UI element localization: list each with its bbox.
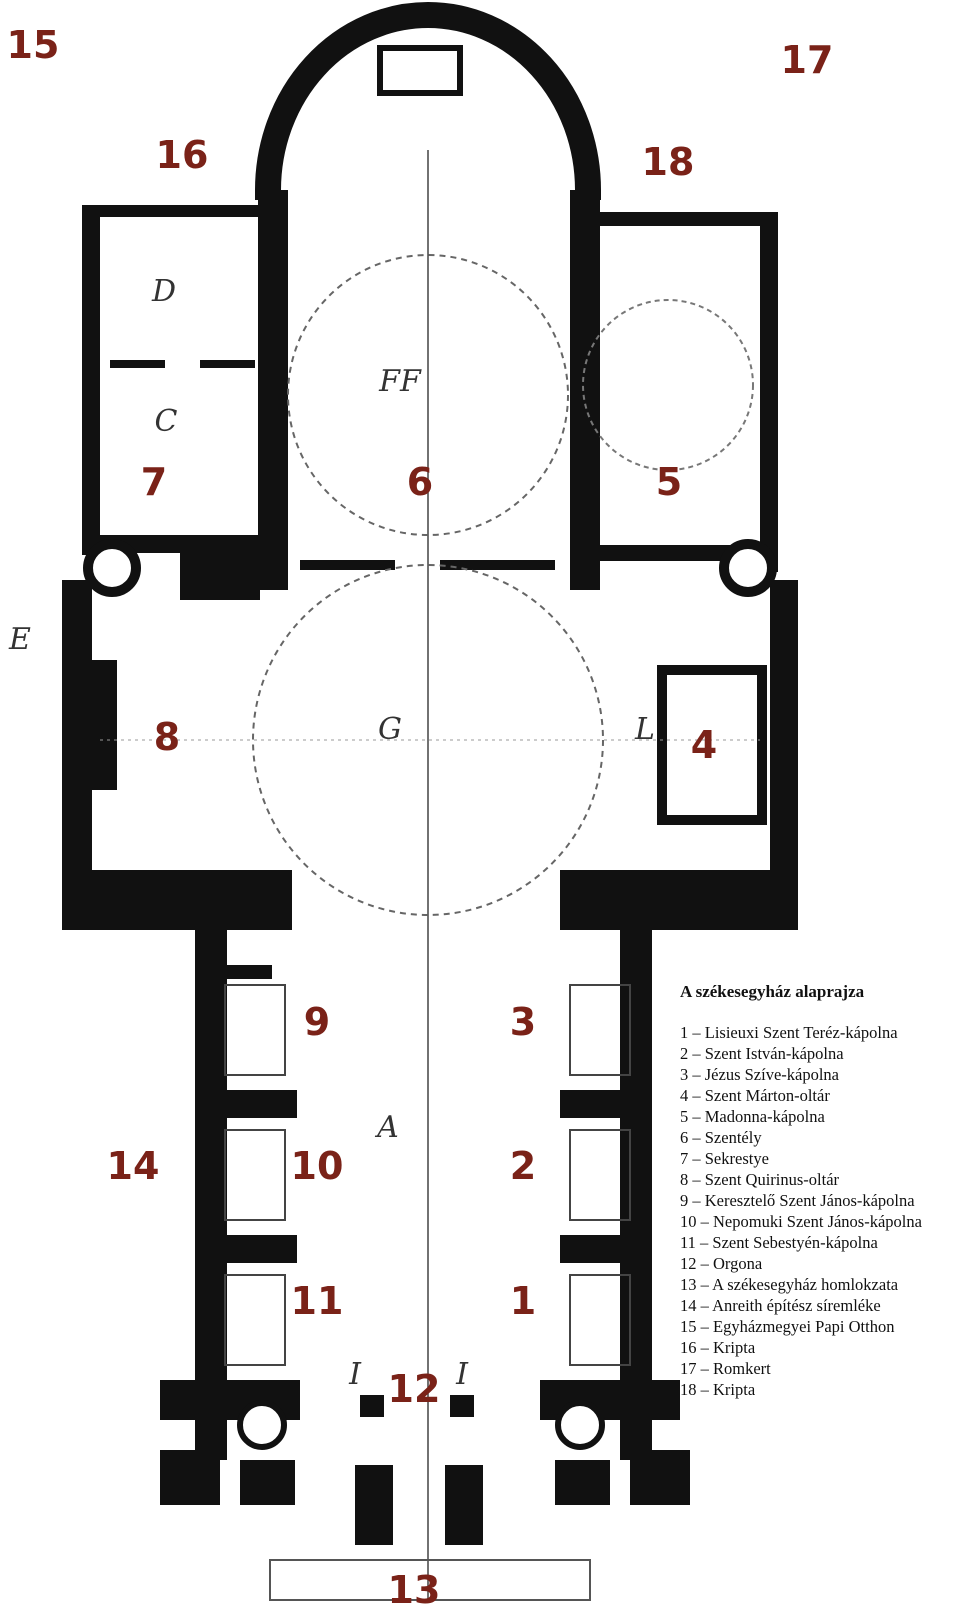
legend-item: 7 – Sekrestye [680,1149,769,1168]
altar-4-niche [657,665,767,825]
label-6: 6 [406,460,434,504]
nave-side-chapels [224,984,631,1366]
sanctuary-walls [258,190,600,590]
label-18: 18 [641,140,695,184]
label-11: 11 [290,1279,344,1323]
legend-item: 6 – Szentély [680,1128,762,1147]
label-7: 7 [140,460,168,504]
legend-item: 15 – Egyházmegyei Papi Otthon [680,1317,895,1336]
legend-item: 9 – Keresztelő Szent János-kápolna [680,1191,915,1210]
plan-letter-c: C [154,404,178,439]
plan-letter-i-left: I [349,1357,361,1392]
plan-letter-g: G [378,712,402,747]
plan-letter-i-right: I [456,1357,468,1392]
sacristy-block [82,205,277,600]
label-17: 17 [780,38,834,82]
label-13: 13 [387,1568,441,1612]
plan-letter-l: L [635,712,655,747]
label-3: 3 [509,1000,537,1044]
label-15: 15 [6,23,60,67]
transept-walls [62,580,798,930]
label-16: 16 [155,133,209,177]
legend-item: 18 – Kripta [680,1380,756,1399]
legend-item: 10 – Nepomuki Szent János-kápolna [680,1212,922,1231]
spiral-stair-right [719,539,777,597]
label-4: 4 [690,723,718,767]
label-12: 12 [387,1367,441,1411]
legend-item: 13 – A székesegyház homlokzata [680,1275,899,1294]
legend-item: 12 – Orgona [680,1254,763,1273]
crossing-dome [252,564,604,916]
plan-letter-a: A [377,1110,399,1145]
legend-item: 4 – Szent Márton-oltár [680,1086,830,1105]
nave-walls [195,920,652,1460]
label-9: 9 [303,1000,331,1044]
legend-item: 1 – Lisieuxi Szent Teréz-kápolna [680,1023,898,1042]
label-8: 8 [153,715,181,759]
legend-list: 1 – Lisieuxi Szent Teréz-kápolna 2 – Sze… [680,1022,960,1400]
plan-letter-d: D [151,274,177,309]
sanctuary-dome [287,254,569,536]
legend-item: 2 – Szent István-kápolna [680,1044,844,1063]
plan-letter-e: E [9,622,31,657]
label-10: 10 [290,1144,344,1188]
madonna-chapel-dome [582,299,754,471]
legend-item: 8 – Szent Quirinus-oltár [680,1170,840,1189]
legend-item: 16 – Kripta [680,1338,756,1357]
entrance-steps [269,1559,591,1601]
label-1: 1 [509,1279,537,1323]
legend-title: A székesegyház alaprajza [680,982,865,1001]
facade-stair-left [237,1400,287,1450]
spiral-stair-left [83,539,141,597]
plan-letter-ff: FF [379,364,421,399]
label-5: 5 [655,460,683,504]
legend-item: 17 – Romkert [680,1359,771,1378]
madonna-chapel-block [588,212,778,572]
legend-item: 14 – Anreith építész síremléke [680,1296,881,1315]
apse [255,2,601,200]
legend-item: 5 – Madonna-kápolna [680,1107,825,1126]
label-2: 2 [509,1144,537,1188]
facade-stair-right [555,1400,605,1450]
legend-item: 3 – Jézus Szíve-kápolna [680,1065,839,1084]
legend-item: 11 – Szent Sebestyén-kápolna [680,1233,878,1252]
legend: A székesegyház alaprajza 1 – Lisieuxi Sz… [680,982,960,1400]
label-14: 14 [106,1144,160,1188]
